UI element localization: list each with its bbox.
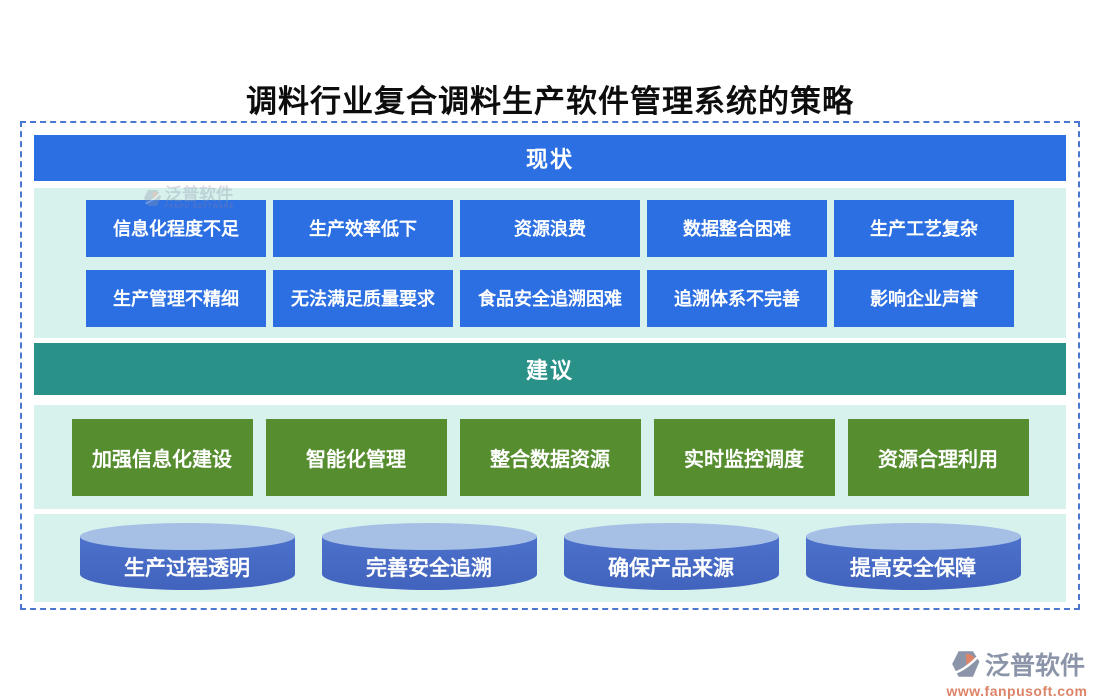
section-header-status: 现状 [34, 135, 1066, 181]
status-item: 资源浪费 [460, 199, 640, 257]
suggestion-item: 资源合理利用 [847, 418, 1029, 496]
suggestion-item: 智能化管理 [265, 418, 447, 496]
watermark-brand: 泛普软件 [165, 185, 233, 204]
fanpu-logo: 泛普软件 www.fanpusoft.com [938, 646, 1096, 699]
status-row-1: 信息化程度不足 生产效率低下 资源浪费 数据整合困难 生产工艺复杂 [34, 199, 1066, 257]
status-item: 食品安全追溯困难 [460, 269, 640, 327]
fanpu-logo-brand: 泛普软件 [984, 652, 1085, 680]
status-item: 信息化程度不足 [86, 199, 266, 257]
status-item: 无法满足质量要求 [273, 269, 453, 327]
watermark-subtext: FANPU SOFTWARE [165, 204, 235, 210]
status-item: 生产效率低下 [273, 199, 453, 257]
outcomes-panel: 生产过程透明 完善安全追溯 确保产品来源 提高安全保障 [34, 514, 1066, 602]
fanpu-logo-url: www.fanpusoft.com [946, 683, 1088, 699]
status-item: 生产工艺复杂 [834, 199, 1014, 257]
status-panel: 泛普软件 FANPU SOFTWARE 信息化程度不足 生产效率低下 资源浪费 … [34, 186, 1066, 338]
outcome-cylinder: 确保产品来源 [563, 523, 779, 590]
outcome-cylinder: 完善安全追溯 [321, 523, 537, 590]
outcome-label: 生产过程透明 [124, 557, 250, 580]
outcome-cylinder: 提高安全保障 [805, 523, 1021, 590]
suggestions-panel: 加强信息化建设 智能化管理 整合数据资源 实时监控调度 资源合理利用 [34, 405, 1066, 509]
status-row-2: 生产管理不精细 无法满足质量要求 食品安全追溯困难 追溯体系不完善 影响企业声誉 [34, 269, 1066, 327]
status-item: 数据整合困难 [647, 199, 827, 257]
watermark-logo: 泛普软件 FANPU SOFTWARE [142, 186, 234, 210]
outcome-label: 确保产品来源 [608, 557, 734, 580]
status-item: 影响企业声誉 [834, 269, 1014, 327]
outcome-cylinder: 生产过程透明 [79, 523, 295, 590]
suggestion-item: 整合数据资源 [459, 418, 641, 496]
page-title: 调料行业复合调料生产软件管理系统的策略 [246, 84, 854, 119]
outcome-label: 完善安全追溯 [366, 557, 492, 580]
fanpu-watermark-icon [142, 188, 162, 208]
fanpu-logo-icon [949, 648, 981, 680]
diagram-frame: 现状 泛普软件 FANPU SOFTWARE 信息化程度不足 生产效率低下 资源… [20, 121, 1080, 610]
section-header-suggestions: 建议 [34, 343, 1066, 395]
outcome-label: 提高安全保障 [850, 557, 976, 580]
suggestion-item: 实时监控调度 [653, 418, 835, 496]
suggestion-item: 加强信息化建设 [71, 418, 253, 496]
status-item: 追溯体系不完善 [647, 269, 827, 327]
status-item: 生产管理不精细 [86, 269, 266, 327]
